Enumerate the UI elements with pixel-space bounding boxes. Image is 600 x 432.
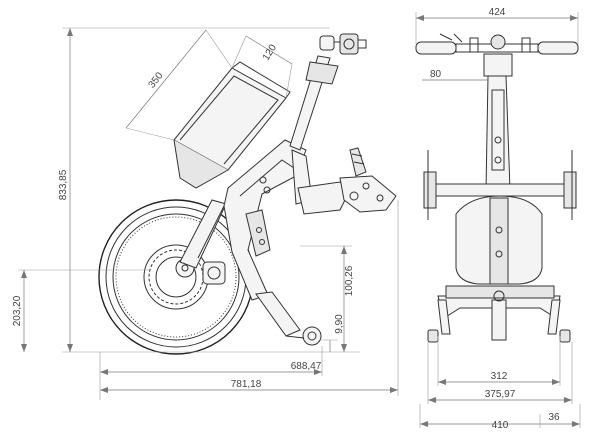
dim-frame-width: 312 bbox=[437, 336, 561, 386]
battery-length-label: 350 bbox=[147, 70, 166, 90]
front-view: 424 80 312 375,97 bbox=[415, 7, 581, 431]
front-battery bbox=[455, 195, 543, 285]
dim-overall-length: 781,18 bbox=[100, 200, 399, 396]
wheelbase-length-label: 688,47 bbox=[291, 361, 322, 372]
side-view: 833,85 203,20 100,26 9,90 bbox=[12, 27, 399, 400]
handlebar-controls bbox=[319, 33, 367, 55]
step-height-label: 9,90 bbox=[334, 314, 345, 334]
main-frame bbox=[223, 139, 307, 301]
frame-width-label: 312 bbox=[491, 371, 508, 382]
dim-base-width: 410 36 bbox=[419, 404, 581, 431]
overall-height-label: 833,85 bbox=[58, 169, 69, 200]
dim-stem-width: 80 bbox=[422, 69, 488, 81]
dim-axle-height: 203,20 bbox=[12, 269, 150, 352]
front-base bbox=[437, 285, 561, 341]
dim-overall-height: 833,85 bbox=[58, 27, 330, 353]
dim-handle-clearance: 100,26 bbox=[300, 245, 355, 352]
dim-handlebar-width: 424 bbox=[415, 7, 579, 44]
dim-step-height: 9,90 bbox=[320, 314, 345, 352]
front-handlebar bbox=[415, 33, 579, 55]
overall-length-label: 781,18 bbox=[231, 379, 262, 390]
handle-clearance-label: 100,26 bbox=[344, 265, 355, 296]
front-column bbox=[483, 53, 513, 191]
steering-column bbox=[289, 55, 339, 205]
outer-width-label: 375,97 bbox=[485, 389, 516, 400]
fork bbox=[179, 199, 227, 269]
stem-width-label: 80 bbox=[430, 69, 442, 80]
handlebar-width-label: 424 bbox=[489, 7, 506, 18]
hub-motor bbox=[202, 261, 226, 285]
support-arm bbox=[255, 291, 322, 346]
battery-width-label: 120 bbox=[261, 42, 279, 62]
offset-label: 36 bbox=[548, 412, 560, 423]
front-legs bbox=[427, 299, 571, 343]
dim-wheelbase-length: 688,47 bbox=[99, 346, 323, 400]
axle-height-label: 203,20 bbox=[12, 295, 23, 326]
dim-outer-width: 375,97 bbox=[427, 342, 573, 404]
clamp-assembly bbox=[297, 147, 397, 215]
base-width-label: 410 bbox=[492, 420, 509, 431]
